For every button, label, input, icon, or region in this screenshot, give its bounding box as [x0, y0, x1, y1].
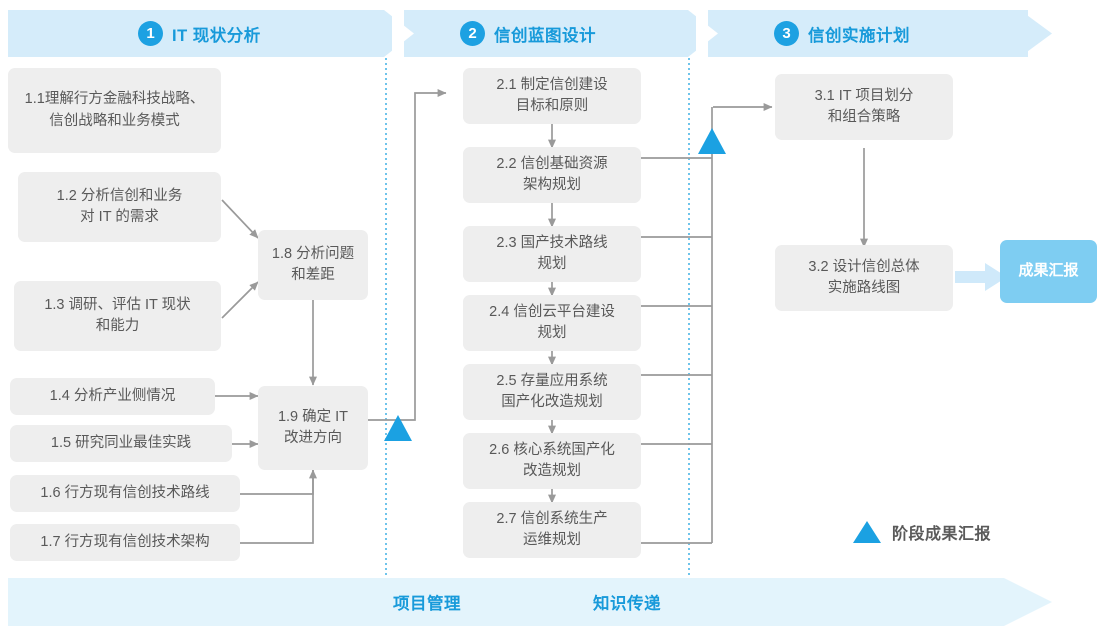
node-2-1-line1: 2.1 制定信创建设	[496, 76, 608, 93]
node-2-6-line2: 改造规划	[523, 463, 581, 479]
node-2-3[interactable]: 2.3 国产技术路线规划	[463, 226, 641, 282]
wire-1-2-to-1-8	[221, 199, 259, 239]
node-2-6-line1: 2.6 核心系统国产化	[489, 441, 615, 458]
phase-label-1[interactable]: 1 IT 现状分析	[138, 10, 261, 57]
node-2-2-line1: 2.2 信创基础资源	[496, 155, 608, 172]
node-2-7[interactable]: 2.7 信创系统生产运维规划	[463, 502, 641, 558]
node-3-2-line1: 3.2 设计信创总体	[808, 258, 920, 275]
wire-1-7-to-1-9	[240, 470, 314, 544]
node-3-1-line2: 和组合策略	[827, 109, 901, 125]
node-2-2-line2: 架构规划	[523, 177, 581, 193]
node-2-3-line1: 2.3 国产技术路线	[496, 234, 608, 251]
node-1-9[interactable]: 1.9 确定 IT 改进方向	[258, 386, 368, 470]
phase-header-bar: 1 IT 现状分析 2 信创蓝图设计 3 信创实施计划	[8, 10, 1052, 57]
node-2-7-line2: 运维规划	[523, 532, 581, 548]
node-1-3-line2: 和能力	[95, 318, 140, 334]
phase-number-1: 1	[138, 21, 163, 46]
phase-label-2[interactable]: 2 信创蓝图设计	[460, 10, 596, 57]
node-1-1[interactable]: 1.1理解行方金融科技战略、信创战略和业务模式	[8, 68, 221, 153]
phase-number-3: 3	[774, 21, 799, 46]
phase-segment-2	[404, 10, 696, 57]
node-1-8[interactable]: 1.8 分析问题和差距	[258, 230, 368, 300]
node-1-2[interactable]: 1.2 分析信创和业务对 IT 的需求	[18, 172, 221, 242]
node-2-5[interactable]: 2.5 存量应用系统国产化改造规划	[463, 364, 641, 420]
phase-label-3[interactable]: 3 信创实施计划	[774, 10, 910, 57]
phase-number-2: 2	[460, 21, 485, 46]
result-badge[interactable]: 成果汇报	[1000, 240, 1097, 303]
phase-title-2: 信创蓝图设计	[494, 26, 596, 45]
node-1-1-line2: 信创战略和业务模式	[49, 112, 180, 129]
legend-label: 阶段成果汇报	[892, 526, 992, 543]
footer-item-1[interactable]: 知识传递	[593, 595, 661, 613]
milestone-triangle-2	[698, 128, 726, 154]
phase-title-1: IT 现状分析	[172, 26, 261, 45]
node-1-2-line1: 1.2 分析信创和业务	[56, 187, 183, 204]
node-2-4-line1: 2.4 信创云平台建设	[489, 303, 615, 320]
node-3-2-line2: 实施路线图	[827, 280, 901, 296]
phase-title-3: 信创实施计划	[808, 26, 910, 45]
footer-item-0[interactable]: 项目管理	[393, 595, 461, 613]
node-2-4-line2: 规划	[537, 325, 567, 341]
node-1-8-line2: 和差距	[291, 267, 335, 283]
node-1-9-line1: 1.9 确定 IT	[277, 408, 349, 425]
node-1-5-line1: 1.5 研究同业最佳实践	[50, 434, 192, 451]
node-2-6[interactable]: 2.6 核心系统国产化改造规划	[463, 433, 641, 489]
node-1-8-line1: 1.8 分析问题	[271, 245, 355, 262]
wire-1-3-to-1-8	[221, 281, 259, 319]
node-2-4[interactable]: 2.4 信创云平台建设规划	[463, 295, 641, 351]
node-1-6-line1: 1.6 行方现有信创技术路线	[40, 484, 210, 501]
node-2-3-line2: 规划	[537, 256, 567, 272]
node-1-4-line1: 1.4 分析产业侧情况	[49, 387, 176, 404]
milestone-triangle-1	[384, 415, 412, 441]
node-2-5-line2: 国产化改造规划	[501, 394, 603, 410]
node-2-7-line1: 2.7 信创系统生产	[496, 510, 608, 527]
footer-band-arrow-icon	[1004, 578, 1052, 626]
node-1-7-line1: 1.7 行方现有信创技术架构	[40, 533, 210, 550]
node-1-1-line1: 1.1理解行方金融科技战略、	[24, 91, 205, 108]
node-1-4[interactable]: 1.4 分析产业侧情况	[10, 378, 215, 415]
node-2-1-line2: 目标和原则	[515, 98, 589, 114]
legend-milestone: 阶段成果汇报	[853, 520, 991, 544]
result-line2: 汇报	[1048, 262, 1079, 280]
node-1-7[interactable]: 1.7 行方现有信创技术架构	[10, 524, 240, 561]
wire-1-6-to-1-9	[240, 469, 317, 495]
node-1-3[interactable]: 1.3 调研、评估 IT 现状和能力	[14, 281, 221, 351]
phase-segment-3	[708, 10, 1028, 57]
triangle-up-icon	[853, 521, 881, 543]
node-3-1-line1: 3.1 IT 项目划分	[814, 87, 914, 104]
node-1-2-line2: 对 IT 的需求	[80, 209, 159, 225]
node-2-2[interactable]: 2.2 信创基础资源架构规划	[463, 147, 641, 203]
node-1-6[interactable]: 1.6 行方现有信创技术路线	[10, 475, 240, 512]
node-1-9-line2: 改进方向	[283, 430, 342, 446]
node-2-1[interactable]: 2.1 制定信创建设目标和原则	[463, 68, 641, 124]
wire-1-9-to-2-1	[368, 89, 447, 421]
footer-band-body	[8, 578, 1004, 626]
node-3-2[interactable]: 3.2 设计信创总体实施路线图	[775, 245, 953, 311]
node-2-5-line1: 2.5 存量应用系统	[496, 372, 608, 389]
footer-band: 项目管理 知识传递	[8, 578, 1052, 626]
phase-segment-1	[8, 10, 392, 57]
node-1-3-line1: 1.3 调研、评估 IT 现状	[44, 296, 191, 313]
node-1-5[interactable]: 1.5 研究同业最佳实践	[10, 425, 232, 462]
node-3-1[interactable]: 3.1 IT 项目划分和组合策略	[775, 74, 953, 140]
result-line1: 成果	[1018, 262, 1049, 280]
